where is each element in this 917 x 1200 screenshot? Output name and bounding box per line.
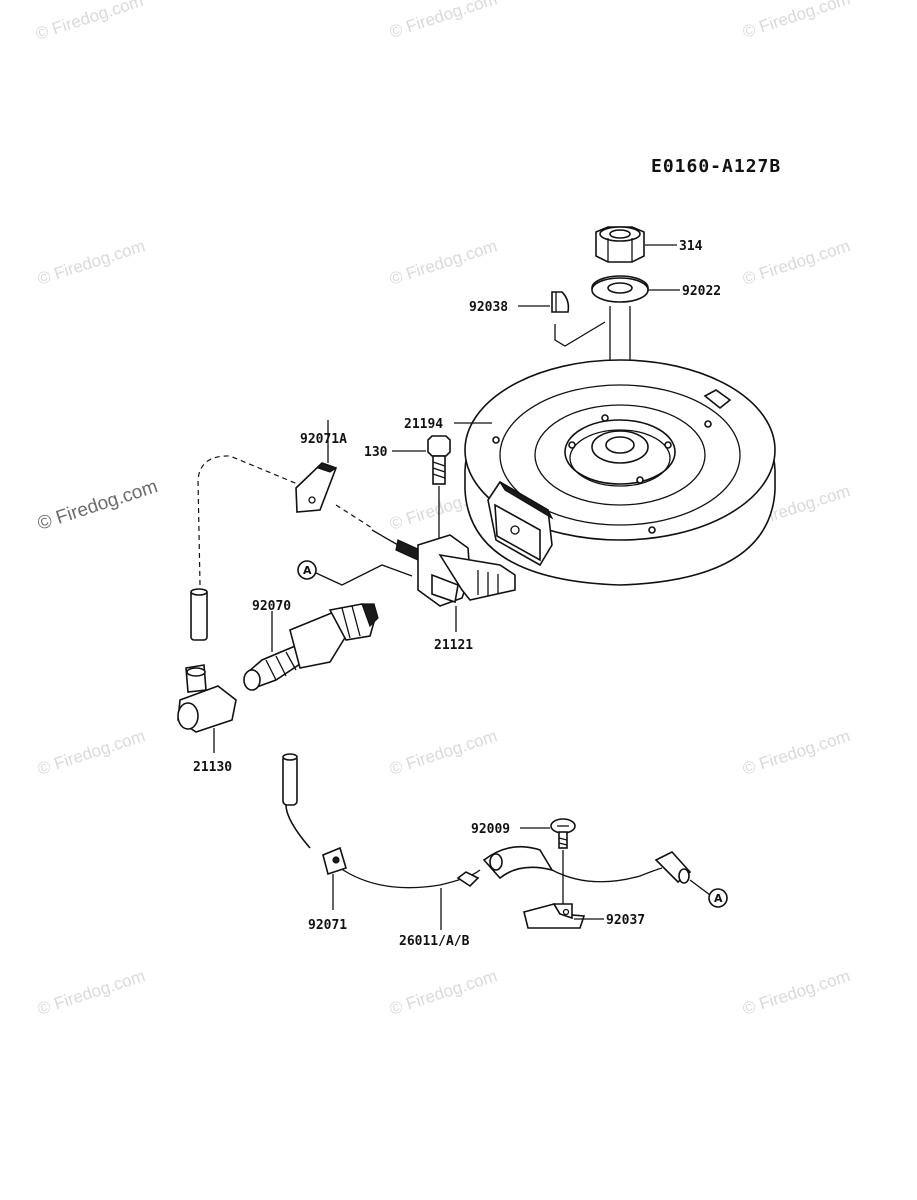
part-label-92071A: 92071A — [300, 432, 347, 447]
spark-plug-92070 — [243, 603, 379, 691]
watermark: © Firedog.com — [33, 0, 145, 44]
watermark: © Firedog.com — [35, 726, 147, 779]
svg-text:A: A — [303, 564, 312, 577]
part-label-92071: 92071 — [308, 918, 347, 933]
part-label-314: 314 — [679, 239, 703, 254]
part-label-21121: 21121 — [434, 638, 473, 653]
watermark: © Firedog.com — [387, 966, 499, 1019]
key-92038 — [551, 291, 570, 313]
callout-a-upper: A — [297, 560, 317, 580]
part-label-92037: 92037 — [606, 913, 645, 928]
watermark: © Firedog.com — [35, 966, 147, 1019]
part-label-92038: 92038 — [469, 300, 508, 315]
watermark: © Firedog.com — [740, 0, 852, 42]
cap-92071A — [295, 462, 338, 513]
flywheel-21194 — [464, 359, 776, 586]
clamp-92037 — [523, 903, 586, 929]
ignition-coil-21121 — [371, 529, 516, 607]
watermark: © Firedog.com — [740, 726, 852, 779]
nut-314 — [595, 226, 645, 263]
part-label-26011: 26011/A/B — [399, 934, 470, 949]
watermark: © Firedog.com — [35, 476, 160, 535]
part-label-21130: 21130 — [193, 760, 232, 775]
part-label-130: 130 — [364, 445, 388, 460]
clip-92071 — [322, 846, 347, 876]
plug-cap-21130 — [177, 588, 237, 733]
watermark: © Firedog.com — [740, 966, 852, 1019]
part-label-92070: 92070 — [252, 599, 291, 614]
watermark: © Firedog.com — [740, 236, 852, 289]
watermark: © Firedog.com — [387, 0, 499, 42]
watermark: © Firedog.com — [387, 236, 499, 289]
callout-a-lower: A — [689, 879, 728, 908]
part-label-92009: 92009 — [471, 822, 510, 837]
washer-92022 — [591, 275, 649, 303]
diagram-code: E0160-A127B — [651, 156, 781, 177]
watermark: © Firedog.com — [35, 236, 147, 289]
svg-text:A: A — [714, 892, 723, 905]
watermark: © Firedog.com — [387, 726, 499, 779]
screw-92009 — [550, 818, 576, 849]
part-label-92022: 92022 — [682, 284, 721, 299]
lead-wire-26011 — [282, 753, 692, 889]
part-label-21194: 21194 — [404, 417, 443, 432]
bolt-130 — [427, 435, 451, 485]
